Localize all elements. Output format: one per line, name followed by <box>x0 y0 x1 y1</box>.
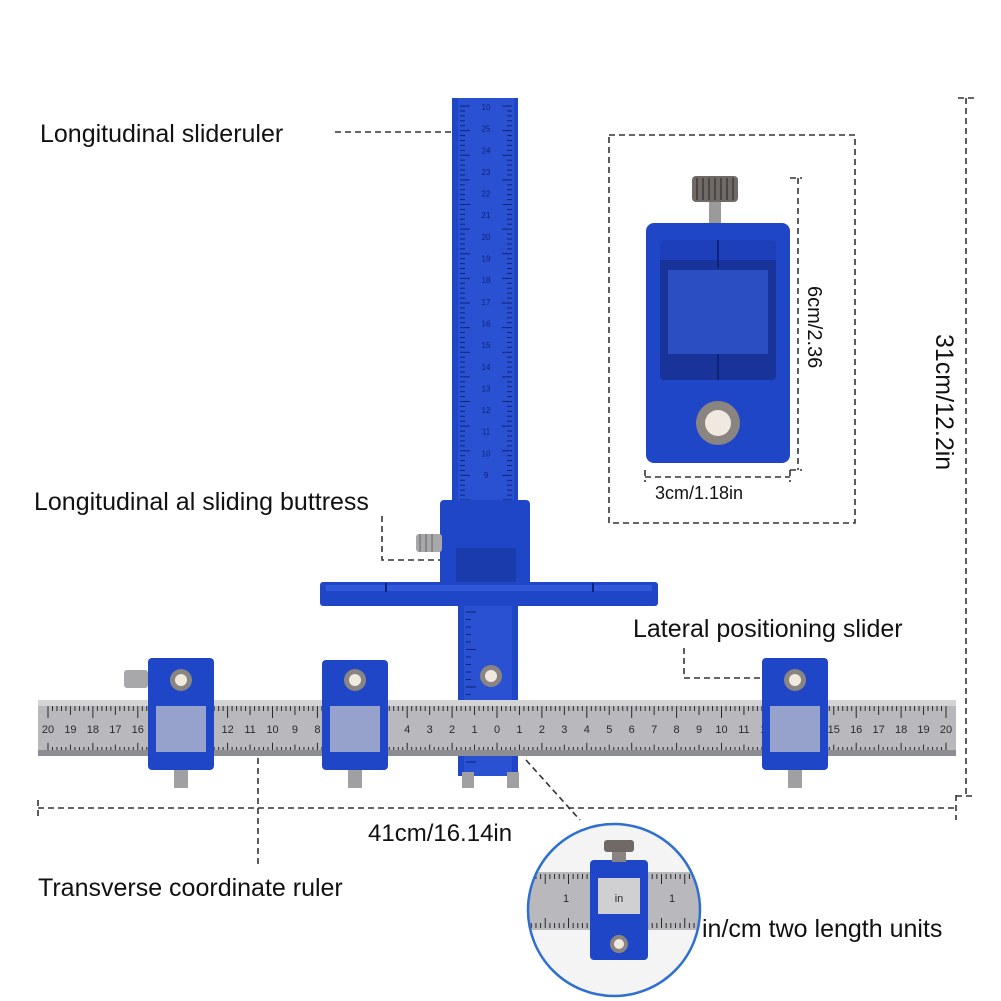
ruler-number: 7 <box>651 724 657 736</box>
buttress-screw-icon <box>416 534 442 552</box>
vertical-ruler-number: 21 <box>482 211 491 220</box>
vertical-ruler-number: 12 <box>482 406 491 415</box>
vertical-ruler-number: 17 <box>482 298 491 307</box>
label-lateral-slider: Lateral positioning slider <box>633 615 903 643</box>
ruler-number: 20 <box>42 724 54 736</box>
vertical-ruler-number: 10 <box>482 103 491 112</box>
ruler-number: 3 <box>427 724 433 736</box>
ruler-number: 5 <box>606 724 612 736</box>
leader-lines <box>37 97 976 866</box>
zoom-mark-right: 1 <box>669 893 675 905</box>
ruler-number: 8 <box>314 724 320 736</box>
ruler-number: 11 <box>738 724 749 736</box>
label-longitudinal-slideruler: Longitudinal slideruler <box>40 120 283 148</box>
label-slider-width: 3cm/1.18in <box>655 483 743 503</box>
ruler-number: 8 <box>674 724 680 736</box>
steel-ruler-ticks <box>47 706 947 750</box>
lower-vertical-ruler <box>458 606 519 788</box>
ruler-number: 17 <box>109 724 121 736</box>
ruler-number: 3 <box>561 724 567 736</box>
ruler-number: 2 <box>449 724 455 736</box>
vertical-ruler-number: 14 <box>482 363 491 372</box>
vertical-ruler-number: 25 <box>482 125 491 134</box>
label-total-length: 41cm/16.14in <box>368 820 512 847</box>
vertical-ruler-number: 16 <box>482 319 491 328</box>
ruler-number: 20 <box>940 724 952 736</box>
vertical-ruler-numbers: 10 25 24 23 22 21 20 19 18 17 16 15 14 13 12 11 10 9 <box>482 103 491 480</box>
lateral-slider-left <box>124 658 214 788</box>
vertical-ruler-number: 19 <box>482 255 491 264</box>
ruler-number: 9 <box>292 724 298 736</box>
vertical-ruler-number: 23 <box>482 168 491 177</box>
longitudinal-slideruler: 10 25 24 23 22 21 20 19 18 17 16 15 14 13 12 11 10 9 <box>452 98 518 508</box>
dimension-line-width <box>37 795 957 820</box>
zoom-knob-icon <box>604 840 634 852</box>
ruler-number: 18 <box>895 724 907 736</box>
units-zoom-circle: in 1 1 <box>526 822 702 998</box>
inset-hole <box>705 410 731 436</box>
ruler-number: 18 <box>87 724 99 736</box>
vertical-ruler-number: 10 <box>482 449 491 458</box>
label-total-height: 31cm/12.2in <box>930 334 958 470</box>
label-units: in/cm two length units <box>702 915 942 943</box>
leader-units <box>525 759 581 821</box>
vertical-ruler-number: 11 <box>482 428 491 437</box>
vertical-ruler-number: 22 <box>482 190 491 199</box>
ruler-number: 17 <box>873 724 885 736</box>
ruler-number: 10 <box>715 724 727 736</box>
lateral-slider-mid <box>322 660 388 788</box>
vertical-ruler-ticks <box>460 105 512 501</box>
label-slider-height: 6cm/2.36 <box>803 286 825 368</box>
dimension-line-slider-height <box>790 177 802 471</box>
ruler-number: 16 <box>850 724 862 736</box>
ruler-number: 1 <box>471 724 477 736</box>
vertical-ruler-number: 24 <box>482 146 491 155</box>
ruler-number: 0 <box>494 724 500 736</box>
zoom-circle-border <box>526 822 702 998</box>
vertical-ruler-number: 18 <box>482 276 491 285</box>
vertical-ruler-number: 20 <box>482 233 491 242</box>
zoom-unit-label: in <box>615 893 624 905</box>
ruler-number: 10 <box>266 724 278 736</box>
label-longitudinal-buttress: Longitudinal al sliding buttress <box>34 488 369 516</box>
center-hole-icon <box>485 670 497 682</box>
ruler-number: 19 <box>64 724 76 736</box>
vertical-ruler-number: 13 <box>482 384 491 393</box>
ruler-number: 12 <box>221 724 233 736</box>
cross-bar <box>320 582 658 606</box>
ruler-number: 16 <box>132 724 144 736</box>
lower-screw-right-icon <box>507 772 519 788</box>
ruler-number: 6 <box>629 724 635 736</box>
sliding-buttress <box>416 500 530 590</box>
zoom-mark-left: 1 <box>563 893 569 905</box>
slider-left-screw-icon <box>124 670 148 688</box>
inset-knob-screw <box>709 198 721 224</box>
leader-buttress <box>381 516 440 561</box>
vertical-ruler-number: 9 <box>484 471 489 480</box>
leader-lateral-slider <box>683 648 760 679</box>
ruler-number: 9 <box>696 724 702 736</box>
slider-inset <box>608 134 856 524</box>
label-transverse-ruler: Transverse coordinate ruler <box>38 874 343 902</box>
inset-frame <box>608 134 856 524</box>
lateral-slider-right <box>762 658 828 788</box>
dimension-line-slider-width <box>644 470 791 482</box>
ruler-number: 2 <box>539 724 545 736</box>
ruler-number: 19 <box>917 724 929 736</box>
lower-screw-left-icon <box>462 772 474 788</box>
ruler-number: 15 <box>828 724 840 736</box>
ruler-number: 4 <box>404 724 410 736</box>
ruler-number: 1 <box>516 724 522 736</box>
ruler-number: 11 <box>244 724 255 736</box>
ruler-number: 4 <box>584 724 590 736</box>
dimension-line-height <box>956 97 976 797</box>
vertical-ruler-number: 15 <box>482 341 491 350</box>
